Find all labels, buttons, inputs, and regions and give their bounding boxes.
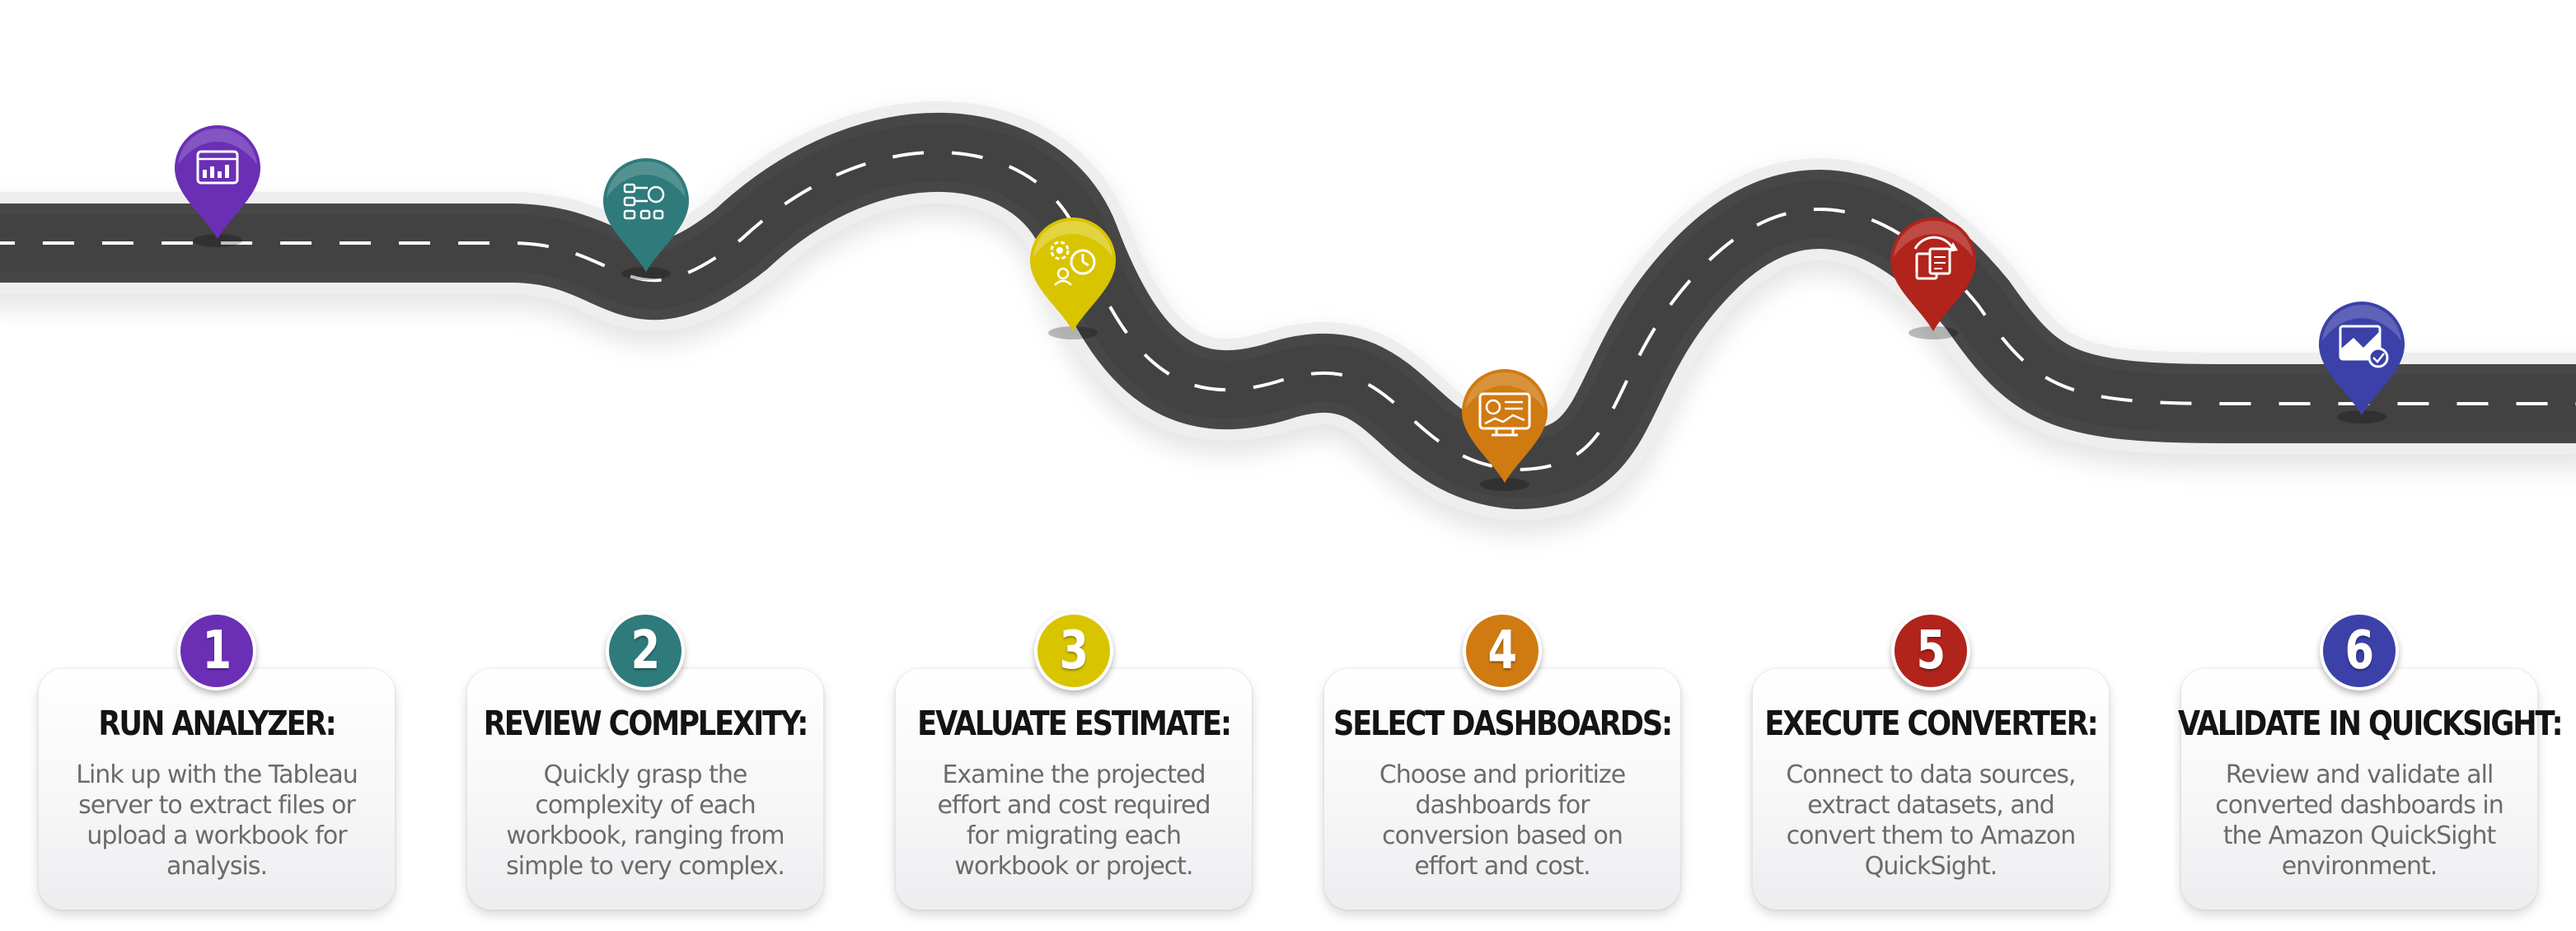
- step-number: 4: [1487, 620, 1517, 681]
- complexity-flow-icon: [603, 158, 689, 280]
- step-number: 6: [2344, 620, 2374, 681]
- step-number: 5: [1916, 620, 1946, 681]
- step-card-3: EVALUATE ESTIMATE: Examine the projected…: [896, 669, 1252, 910]
- pin-step-1: [171, 124, 264, 255]
- step-card-4: SELECT DASHBOARDS: Choose and prioritize…: [1324, 669, 1680, 910]
- step-number-badge-6: 6: [2320, 611, 2399, 690]
- step-description: Examine the projected effort and cost re…: [911, 760, 1237, 882]
- pin-step-2: [600, 157, 692, 288]
- step-description-line: Connect to data sources,: [1786, 760, 2076, 789]
- analyzer-report-icon: [175, 125, 260, 247]
- step-description-line: workbook, ranging from: [506, 821, 785, 850]
- step-number: 1: [202, 620, 232, 681]
- step-description-line: Review and validate all: [2225, 760, 2494, 789]
- pin-step-5: [1887, 216, 1979, 348]
- step-card-1: RUN ANALYZER: Link up with the Tableau s…: [39, 669, 395, 910]
- step-description-line: Choose and prioritize: [1379, 760, 1626, 789]
- step-card-2: REVIEW COMPLEXITY: Quickly grasp the com…: [467, 669, 823, 910]
- step-number: 3: [1059, 620, 1089, 681]
- step-number-badge-5: 5: [1891, 611, 1970, 690]
- step-description-line: the Amazon QuickSight: [2222, 821, 2497, 850]
- step-number-badge-2: 2: [606, 611, 685, 690]
- step-description: Quickly grasp the complexity of each wor…: [482, 760, 808, 882]
- step-description: Review and validate all converted dashbo…: [2196, 760, 2522, 882]
- step-number: 2: [630, 620, 660, 681]
- step-description-line: upload a workbook for: [87, 821, 347, 850]
- step-title: RUN ANALYZER:: [98, 704, 336, 743]
- step-description-line: extract datasets, and: [1807, 791, 2055, 820]
- step-description-line: dashboards for: [1415, 791, 1590, 820]
- step-card-5: EXECUTE CONVERTER: Connect to data sourc…: [1753, 669, 2109, 910]
- step-title: VALIDATE IN QUICKSIGHT:: [2177, 704, 2564, 743]
- step-card-6: VALIDATE IN QUICKSIGHT: Review and valid…: [2178, 669, 2564, 910]
- step-description-line: effort and cost required: [937, 791, 1211, 820]
- step-description: Connect to data sources, extract dataset…: [1768, 760, 2094, 882]
- step-description-line: QuickSight.: [1864, 852, 1998, 881]
- step-number-badge-3: 3: [1034, 611, 1113, 690]
- step-description-line: complexity of each: [535, 791, 756, 820]
- step-description-line: environment.: [2281, 852, 2438, 881]
- pin-step-4: [1459, 367, 1551, 499]
- step-description-line: simple to very complex.: [506, 852, 785, 881]
- step-description: Choose and prioritize dashboards for con…: [1339, 760, 1665, 882]
- step-description-line: workbook or project.: [954, 852, 1193, 881]
- step-description-line: effort and cost.: [1414, 852, 1590, 881]
- estimate-gears-icon: [1030, 218, 1116, 339]
- step-title: EVALUATE ESTIMATE:: [917, 704, 1232, 743]
- step-description: Link up with the Tableau server to extra…: [54, 760, 380, 882]
- step-title: REVIEW COMPLEXITY:: [483, 704, 809, 743]
- step-description-line: Link up with the Tableau: [76, 760, 358, 789]
- quicksight-validate-icon: [2319, 302, 2405, 423]
- converter-documents-icon: [1890, 218, 1976, 339]
- step-description-line: Quickly grasp the: [543, 760, 748, 789]
- step-description-line: Examine the projected: [942, 760, 1206, 789]
- dashboard-screen-icon: [1462, 369, 1548, 491]
- step-number-badge-1: 1: [177, 611, 256, 690]
- pin-step-3: [1027, 216, 1119, 348]
- step-description-line: server to extract files or: [78, 791, 356, 820]
- step-title: SELECT DASHBOARDS:: [1332, 704, 1673, 743]
- step-description-line: convert them to Amazon: [1786, 821, 2077, 850]
- step-title: EXECUTE CONVERTER:: [1764, 704, 2098, 743]
- step-description-line: analysis.: [166, 852, 268, 881]
- step-description-line: converted dashboards in: [2215, 791, 2503, 820]
- step-number-badge-4: 4: [1463, 611, 1542, 690]
- pin-step-6: [2316, 300, 2408, 432]
- step-description-line: conversion based on: [1382, 821, 1623, 850]
- step-description-line: for migrating each: [966, 821, 1182, 850]
